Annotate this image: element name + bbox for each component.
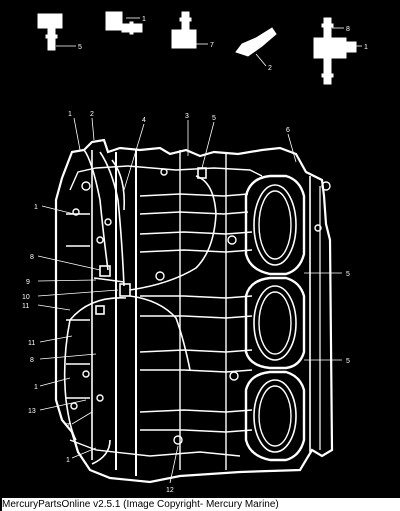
callout-5-right-upper: 5 (346, 271, 350, 278)
callout-11-upper: 11 (22, 303, 29, 310)
callout-5-right-lower: 5 (346, 358, 350, 365)
hose-routing (63, 149, 217, 465)
callout-10: 10 (22, 294, 30, 301)
fitting-label: 1 (142, 16, 146, 23)
callout-1-bottom: 1 (66, 457, 70, 464)
fitting-label: 8 (346, 26, 350, 33)
fitting-label: 2 (268, 65, 272, 72)
callout-5-top: 5 (212, 115, 216, 122)
callout-1-lower: 1 (34, 384, 38, 391)
fitting-tee-8: 8 1 (313, 17, 368, 85)
parts-diagram: 5 1 7 2 8 1 (22, 11, 368, 494)
callout-11-lower: 11 (28, 340, 35, 347)
callout-8-upper: 8 (30, 254, 34, 261)
callout-7: 7 (66, 423, 70, 430)
callout-8-lower: 8 (30, 357, 34, 364)
callout-12: 12 (166, 487, 174, 494)
fitting-label: 1 (364, 44, 368, 51)
fitting-elbow-1: 1 (105, 11, 146, 35)
callout-1-top: 1 (68, 111, 72, 118)
cylinder-bores (244, 174, 306, 462)
fitting-label: 7 (210, 42, 214, 49)
callout-1-left: 1 (34, 204, 38, 211)
fitting-label: 5 (78, 44, 82, 51)
fitting-elbow-5: 5 (37, 13, 82, 51)
callout-9: 9 (26, 279, 30, 286)
callout-13: 13 (28, 408, 36, 415)
copyright-footer: MercuryPartsOnline v2.5.1 (Image Copyrig… (2, 498, 400, 511)
callout-4: 4 (142, 117, 146, 124)
callout-6: 6 (286, 127, 290, 134)
callout-2: 2 (90, 111, 94, 118)
callout-3: 3 (185, 113, 189, 120)
fitting-elbow-7: 7 (171, 11, 214, 49)
fitting-straight-2: 2 (235, 27, 277, 72)
callout-labels: 1 2 4 3 5 6 1 8 9 10 11 11 8 5 5 1 13 7 … (22, 111, 350, 494)
callout-leaders (37, 117, 342, 484)
engine-block (54, 138, 334, 484)
